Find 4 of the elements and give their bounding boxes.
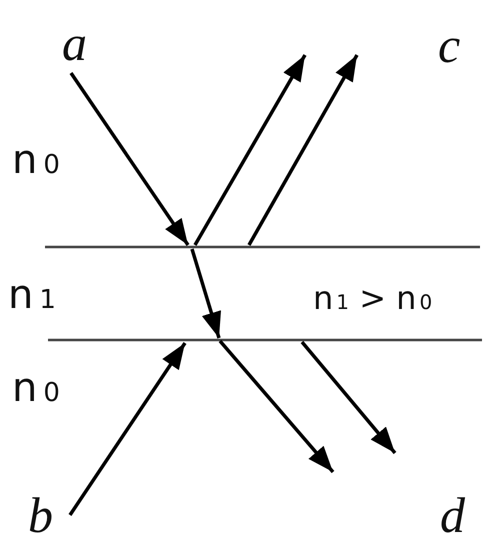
point-label: c (438, 20, 460, 70)
point-label: a (62, 18, 87, 68)
point-label: d (440, 490, 465, 540)
point-label: b (28, 490, 53, 540)
